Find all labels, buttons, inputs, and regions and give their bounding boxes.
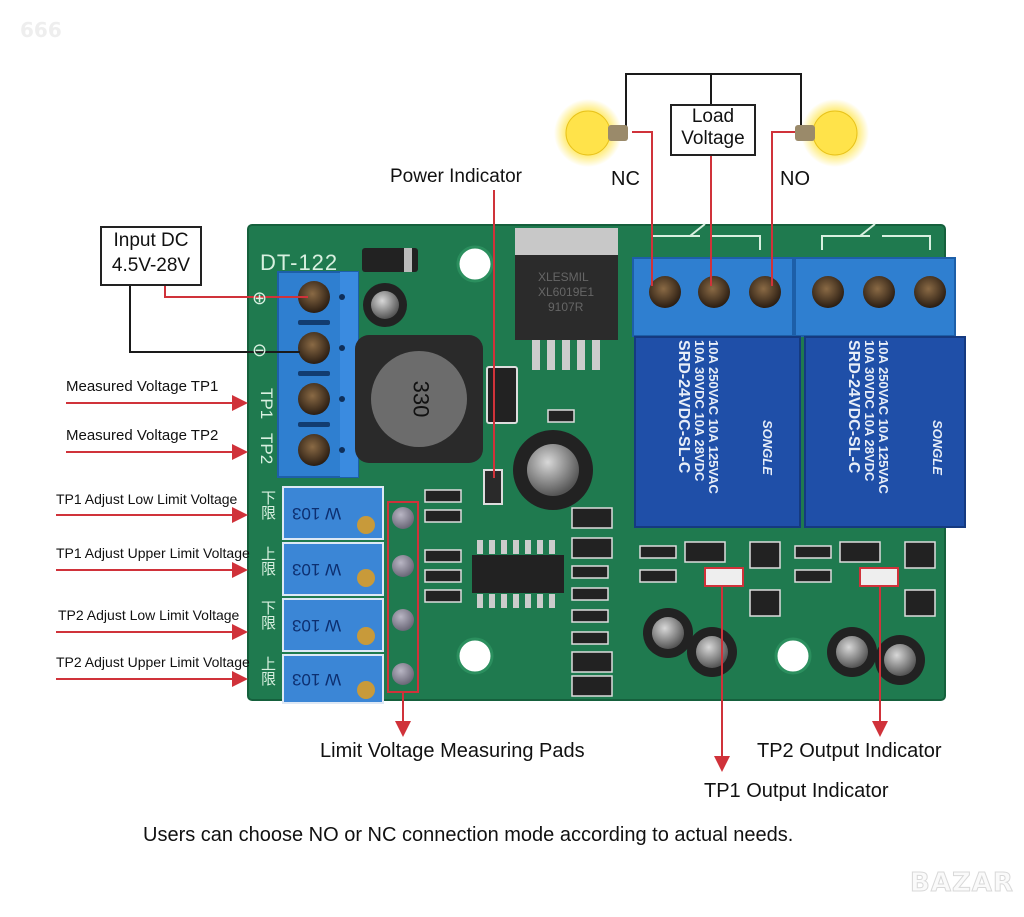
pot-marking: W 103 [292, 670, 342, 689]
relay-2 [804, 336, 966, 528]
tp1-upper-limit-label: TP1 Adjust Upper Limit Voltage [56, 545, 250, 561]
tp2-low-limit-label: TP2 Adjust Low Limit Voltage [58, 607, 240, 623]
output-terminal-block-1 [632, 257, 794, 337]
regulator-mark-1: XLESMIL [538, 270, 589, 284]
tp2-output-indicator-label: TP2 Output Indicator [757, 740, 942, 762]
relay-2-rating-1: 10A 250VAC 10A 125VAC [876, 340, 891, 494]
limit-pads-label: Limit Voltage Measuring Pads [320, 740, 585, 762]
measured-tp2-label: Measured Voltage TP2 [66, 427, 219, 444]
tp1-output-led [704, 567, 744, 587]
tp2-upper-limit-label: TP2 Adjust Upper Limit Voltage [56, 654, 250, 670]
silk-minus: ⊖ [252, 340, 268, 360]
silk-tp1: TP1 [257, 388, 276, 420]
pot-marking: W 103 [292, 560, 342, 579]
input-dc-box: Input DC 4.5V-28V [100, 226, 202, 286]
relay-1-rating-2: 10A 30VDC 10A 28VDC [692, 340, 707, 482]
tp1-output-indicator-label: TP1 Output Indicator [704, 780, 889, 802]
power-indicator-label: Power Indicator [390, 166, 523, 187]
relay-1-model: SRD-24VDC-SL-C [675, 340, 692, 474]
mounting-hole [456, 637, 494, 675]
output-terminal-block-2 [794, 257, 956, 337]
relay-1-brand: SONGLE [760, 420, 775, 475]
measured-tp1-label: Measured Voltage TP1 [66, 378, 219, 395]
regulator-mark-2: XL6019E1 [538, 285, 595, 299]
relay-1-rating-1: 10A 250VAC 10A 125VAC [706, 340, 721, 494]
potentiometers [282, 486, 384, 704]
bazar-watermark-logo: BAZAR [910, 868, 1014, 899]
inductor-330 [355, 335, 483, 463]
regulator-mark-3: 9107R [548, 300, 584, 314]
smd-components [424, 409, 936, 697]
bulb-no-icon [795, 99, 869, 167]
relay-1-ratings: 10A 250VAC 10A 125VAC 10A 30VDC 10A 28VD… [640, 340, 721, 525]
input-dc-range: 4.5V-28V [111, 255, 191, 276]
relay-2-brand: SONGLE [930, 420, 945, 475]
nc-label: NC [611, 168, 640, 190]
silk-tp2: TP2 [257, 433, 276, 465]
pot-marking: W 103 [292, 504, 342, 523]
regulator-xl6019 [515, 228, 618, 370]
input-dc-label: Input DC [113, 230, 189, 251]
pot-marking: W 103 [292, 616, 342, 635]
load-voltage-line1: Load [691, 106, 735, 127]
silk-pot3: 下限 [259, 600, 276, 630]
footer-note: Users can choose NO or NC connection mod… [143, 824, 794, 846]
relay-2-rating-2: 10A 30VDC 10A 28VDC [862, 340, 877, 482]
watermark-666: 666 [20, 18, 62, 42]
silk-pot1: 下限 [259, 490, 276, 520]
ic-sop14 [472, 540, 564, 608]
bulb-nc-icon [554, 99, 628, 167]
output-capacitors [643, 608, 925, 685]
tp1-low-limit-label: TP1 Adjust Low Limit Voltage [56, 491, 238, 507]
silk-pot4: 上限 [259, 656, 276, 686]
inductor-marking: 330 [408, 380, 434, 418]
relay-2-model: SRD-24VDC-SL-C [845, 340, 862, 474]
board-model-silk: DT-122 [260, 250, 339, 275]
tp2-output-led [859, 567, 899, 587]
silk-pot2: 上限 [259, 546, 276, 576]
relay-2-ratings: 10A 250VAC 10A 125VAC 10A 30VDC 10A 28VD… [810, 340, 891, 525]
load-voltage-line2: Voltage [681, 128, 745, 149]
input-terminal-block [277, 271, 359, 478]
mounting-hole [774, 637, 812, 675]
annotation-lines [56, 131, 888, 772]
schottky-diode [486, 366, 518, 424]
mounting-hole [456, 245, 494, 283]
no-label: NO [780, 168, 810, 190]
silk-plus: ⊕ [252, 288, 268, 308]
load-wiring [129, 73, 802, 353]
relay-1 [634, 336, 801, 528]
load-voltage-box: Load Voltage [670, 104, 756, 156]
